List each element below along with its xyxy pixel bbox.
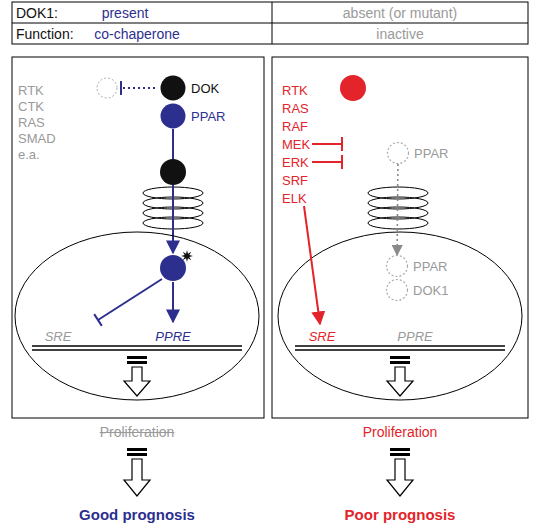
pathway-name: SRF <box>282 174 308 187</box>
inactive-receptor <box>97 78 117 98</box>
table-cell: co-chaperone <box>94 27 180 41</box>
molecule-node: DOK <box>160 75 186 101</box>
prognosis-text: Good prognosis <box>79 507 195 522</box>
table-border <box>12 2 528 44</box>
dna-strand <box>32 345 242 347</box>
node-outline <box>160 75 186 101</box>
response-element: PPRE <box>397 330 432 343</box>
arrow-bar <box>127 356 147 359</box>
membrane-coil <box>368 217 428 229</box>
inhibition-line <box>312 143 342 145</box>
activation-arrow <box>304 206 320 324</box>
table-cell: absent (or mutant) <box>343 6 457 20</box>
hollow-arrow <box>124 367 150 396</box>
activation-star <box>181 250 193 262</box>
node-outline <box>387 142 409 164</box>
arrow-bar <box>127 448 147 451</box>
outcome-text: Proliferation <box>100 425 175 439</box>
translocation-arrow <box>396 164 398 255</box>
transport-line <box>172 129 174 160</box>
node-outline <box>386 255 408 277</box>
arrow-bar <box>390 356 410 359</box>
molecule-circle <box>161 104 186 129</box>
pathway-name: e.a. <box>18 148 40 161</box>
pathway-name: ELK <box>282 192 307 205</box>
table-cell: present <box>102 6 149 20</box>
arrow-bar <box>127 453 147 456</box>
dna-strand <box>295 349 505 351</box>
pathway-name: RAS <box>282 102 309 115</box>
molecule-label: PPAR <box>414 147 448 160</box>
table-heading: Function: <box>16 27 74 41</box>
inhibition-line <box>98 279 162 320</box>
pathway-name: RAS <box>18 116 45 129</box>
table-rule <box>272 2 273 44</box>
dok-molecule <box>160 159 186 185</box>
table-heading: DOK1: <box>16 6 58 20</box>
molecule-label: PPAR <box>191 110 225 123</box>
arrow-bar <box>127 361 147 364</box>
molecule-node: PPAR <box>160 103 186 129</box>
molecule-node: PPAR <box>386 255 408 277</box>
inhibition-line <box>123 87 158 89</box>
molecule-node: PPAR <box>387 142 409 164</box>
inhibition-bar <box>341 155 343 169</box>
inhibition-bar <box>341 137 343 151</box>
dna-strand <box>32 349 242 351</box>
response-element: PPRE <box>155 330 190 343</box>
activation-arrow <box>172 282 174 322</box>
prognosis-text: Poor prognosis <box>345 507 456 522</box>
inhibition-bar <box>94 314 102 326</box>
hollow-arrow <box>387 459 413 496</box>
outcome-text: Proliferation <box>363 425 438 439</box>
arrow-bar <box>390 453 410 456</box>
panel-frame <box>272 57 528 418</box>
nucleus <box>278 232 522 400</box>
molecule-label: DOK1 <box>413 284 448 297</box>
response-element: SRE <box>45 330 72 343</box>
dna-strand <box>295 345 505 347</box>
molecule-circle <box>387 280 408 301</box>
pathway-name: CTK <box>18 100 44 113</box>
pathway-name: ERK <box>282 156 309 169</box>
molecule-label: DOK <box>191 82 219 95</box>
molecule-node: DOK1 <box>386 279 408 301</box>
arrow-bar <box>390 448 410 451</box>
pathway-name: RTK <box>18 84 44 97</box>
node-outline <box>386 279 408 301</box>
pathway-name: RTK <box>282 84 308 97</box>
table-cell: inactive <box>376 27 423 41</box>
inhibition-bar <box>120 81 122 95</box>
transport-arrow <box>172 185 174 253</box>
hollow-arrow <box>387 367 413 396</box>
molecule-label: PPAR <box>413 260 447 273</box>
pathway-name: RAF <box>282 120 308 133</box>
hollow-arrow <box>124 459 150 496</box>
active-receptor <box>340 75 366 101</box>
panel-frame <box>12 57 264 418</box>
molecule-circle <box>388 143 409 164</box>
ppar-active <box>160 255 186 281</box>
inhibition-line <box>312 161 342 163</box>
pathway-name: SMAD <box>18 132 56 145</box>
molecule-circle <box>387 256 408 277</box>
arrow-bar <box>390 361 410 364</box>
molecule-circle <box>161 76 186 101</box>
nucleus <box>15 232 259 400</box>
response-element: SRE <box>309 330 336 343</box>
node-outline <box>160 103 186 129</box>
table-rule <box>12 23 528 24</box>
pathway-name: MEK <box>282 138 310 151</box>
